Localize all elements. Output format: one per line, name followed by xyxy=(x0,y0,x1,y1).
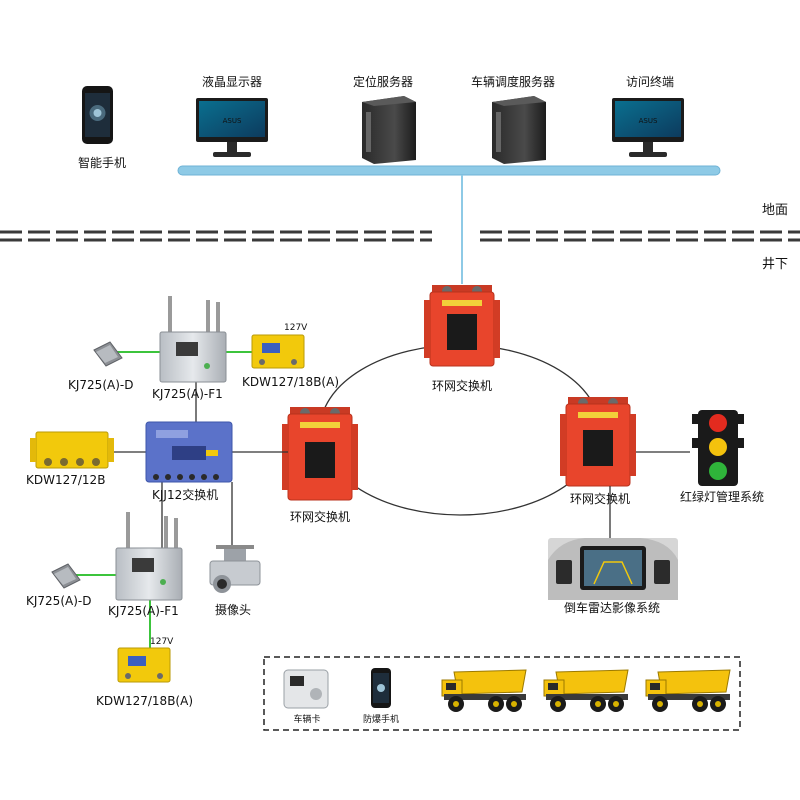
mining-truck-icon xyxy=(543,669,629,712)
ground-label: 地面 xyxy=(762,203,788,218)
base-station-icon xyxy=(159,331,227,383)
ring-switch-top: 环网交换机 xyxy=(424,285,500,393)
kj725f1-top-label: KJ725(A)-F1 xyxy=(152,387,223,401)
server-tower-icon xyxy=(492,96,546,164)
vehicle-card-icon xyxy=(283,669,329,709)
kj725d-bottom-device: KJ725(A)-D xyxy=(26,563,91,608)
reverse-radar-device: 倒车雷达影像系统 xyxy=(548,538,678,615)
kdw12b-device: KDW127/12B xyxy=(26,431,114,487)
voltage-tag-top: 127V xyxy=(284,323,308,333)
kj725d-bottom-label: KJ725(A)-D xyxy=(26,594,91,608)
kdw18b-top-device: 127V KDW127/18B(A) xyxy=(242,323,339,389)
reverse-radar-system-label: 倒车雷达影像系统 xyxy=(564,600,660,615)
left-cluster: KJ725(A)-D KJ725(A)-F1 127V KDW127/18B(A… xyxy=(26,296,339,708)
ring-network: 环网交换机 环网交换机 环网交换机 xyxy=(282,285,636,524)
access-terminal-label: 访问终端 xyxy=(626,74,674,89)
kdw12b-label: KDW127/12B xyxy=(26,473,105,487)
ring-switch-left: 环网交换机 xyxy=(282,407,358,524)
lcd-monitor-label: 液晶显示器 xyxy=(202,74,262,89)
network-bus xyxy=(177,165,721,176)
ring-link xyxy=(319,344,601,516)
ring-switch-top-label: 环网交换机 xyxy=(432,378,492,393)
dispatch-server-label: 车辆调度服务器 xyxy=(471,74,555,89)
vehicle-card-label: 车辆卡 xyxy=(293,713,320,725)
kjj12-switch-label: KJJ12交换机 xyxy=(152,487,218,502)
surface-network: 智能手机 液晶显示器 ASUS 定位服务器 车辆调度服务器 访问终端 xyxy=(78,74,721,284)
dispatch-server-device: 车辆调度服务器 xyxy=(471,74,555,164)
mining-trucks xyxy=(441,669,731,712)
camera-label: 摄像头 xyxy=(215,602,251,617)
ring-switch-left-label: 环网交换机 xyxy=(290,509,350,524)
ring-switch-right: 环网交换机 xyxy=(560,397,636,506)
base-station-icon xyxy=(115,547,183,601)
smartphone-label: 智能手机 xyxy=(78,155,126,170)
camera-device: 摄像头 xyxy=(209,545,261,617)
mining-truck-icon xyxy=(441,669,527,712)
traffic-light-device: 红绿灯管理系统 xyxy=(680,410,764,504)
access-terminal-device: 访问终端 ASUS xyxy=(612,74,684,157)
explosion-proof-phone-device: 防爆手机 xyxy=(363,668,399,725)
vehicle-box-frame xyxy=(263,656,741,731)
explosion-proof-phone-label: 防爆手机 xyxy=(363,713,399,725)
traffic-light-system-label: 红绿灯管理系统 xyxy=(680,489,764,504)
ground-divider: 地面 井下 xyxy=(0,203,800,272)
right-systems: 红绿灯管理系统 倒车雷达影像系统 xyxy=(548,410,764,615)
kj725d-top-device: KJ725(A)-D xyxy=(68,341,133,392)
mining-truck-icon xyxy=(645,669,731,712)
vehicle-card-device: 车辆卡 xyxy=(283,669,329,725)
smartphone-device: 智能手机 xyxy=(78,86,126,170)
voltage-tag-bottom: 127V xyxy=(150,637,174,647)
lcd-monitor-device: 液晶显示器 ASUS xyxy=(196,74,268,157)
positioning-server-label: 定位服务器 xyxy=(353,74,413,89)
monitor-brand-text: ASUS xyxy=(223,117,242,125)
kdw18b-bottom-device: 127V KDW127/18B(A) xyxy=(96,637,193,708)
kdw18b-bottom-label: KDW127/18B(A) xyxy=(96,694,193,708)
ring-switch-right-label: 环网交换机 xyxy=(570,491,630,506)
underground-label: 井下 xyxy=(762,257,788,272)
kj725f1-bottom-label: KJ725(A)-F1 xyxy=(108,604,179,618)
kj725f1-bottom-device: KJ725(A)-F1 xyxy=(108,512,183,618)
positioning-server-device: 定位服务器 xyxy=(353,74,416,164)
monitor-brand-text: ASUS xyxy=(639,117,658,125)
server-tower-icon xyxy=(362,96,416,164)
kj725d-top-label: KJ725(A)-D xyxy=(68,378,133,392)
vehicle-box: 车辆卡 防爆手机 xyxy=(263,656,741,731)
kdw18b-top-label: KDW127/18B(A) xyxy=(242,375,339,389)
kj725f1-top-device: KJ725(A)-F1 xyxy=(152,296,227,401)
kjj12-switch-device: KJJ12交换机 xyxy=(145,421,233,502)
